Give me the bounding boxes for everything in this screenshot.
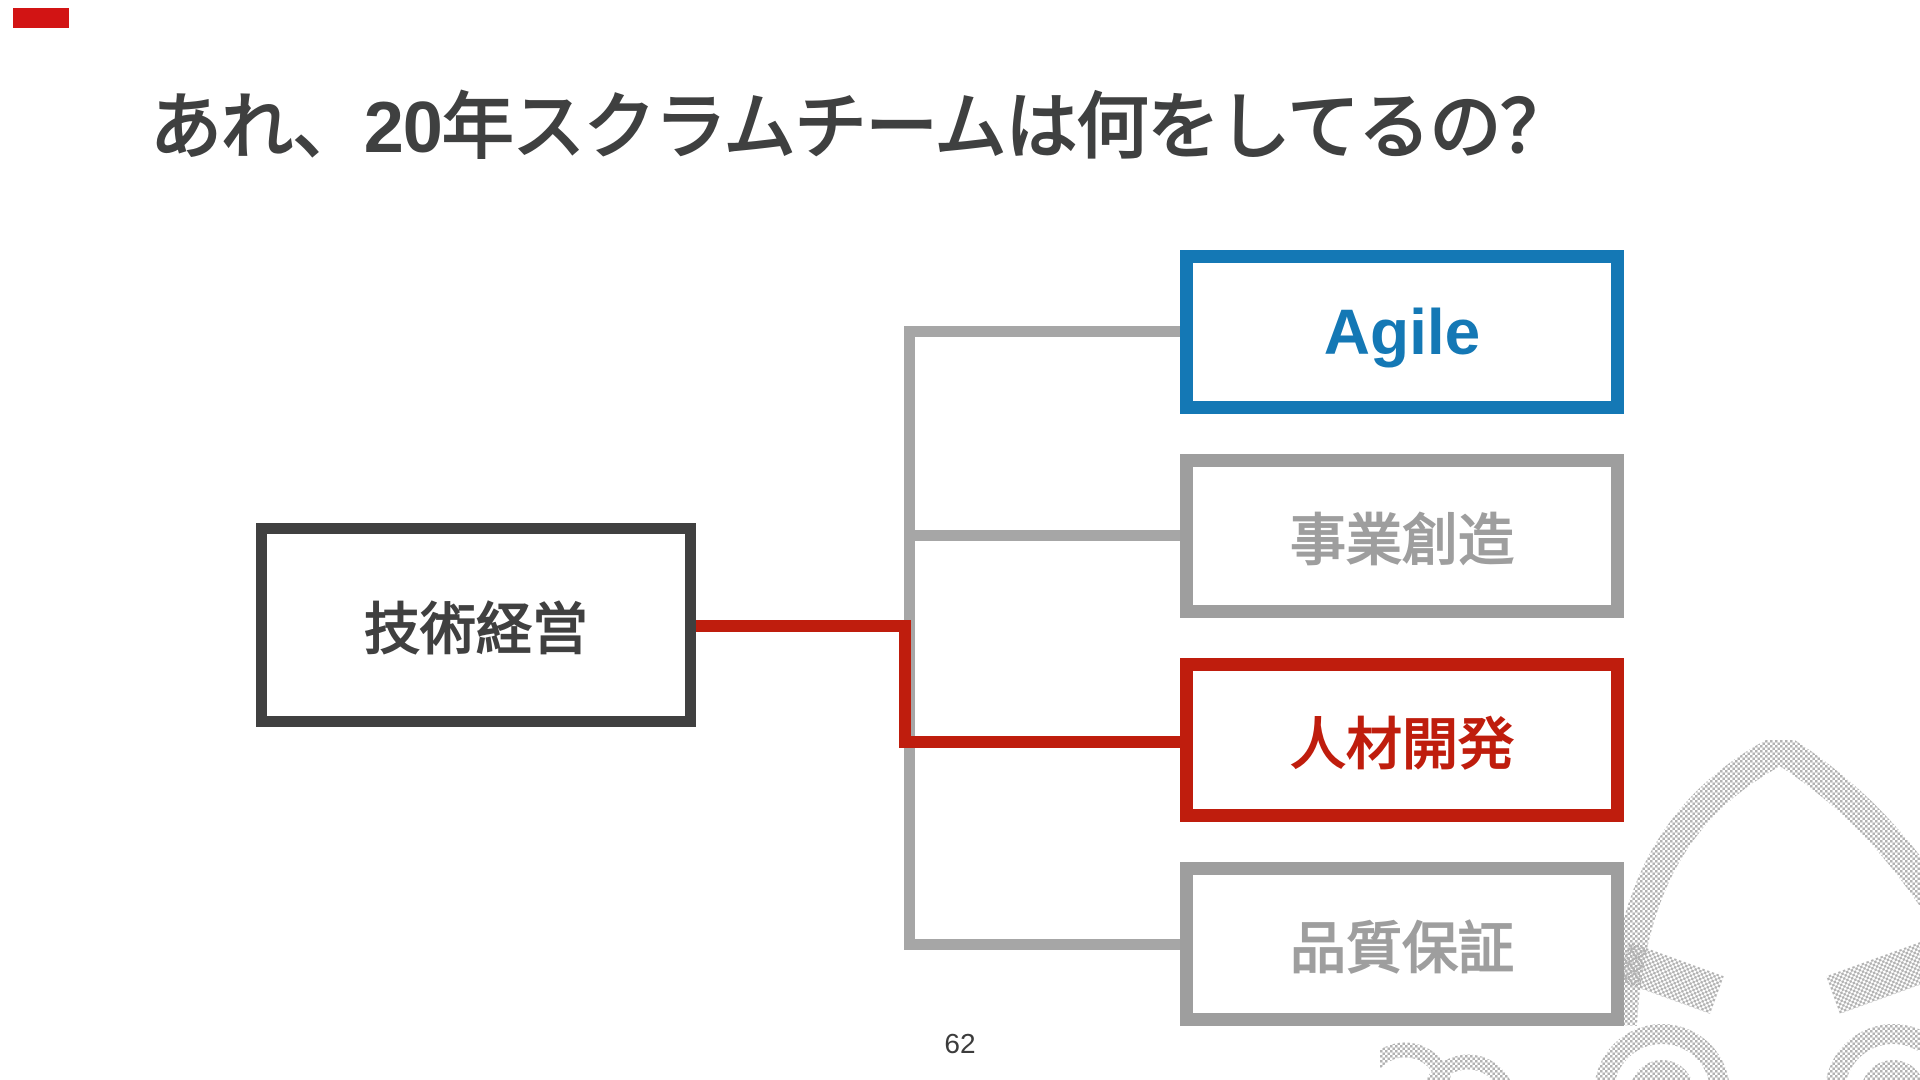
branch-node-hr-development: 人材開発 <box>1180 658 1624 822</box>
mascot-head-outline <box>1607 740 1920 1026</box>
branch-node-business-creation-label: 事業創造 <box>1290 508 1514 572</box>
connector-branch-business-creation <box>904 530 1180 541</box>
slide-title: あれ、20年スクラムチームは何をしてるの？ <box>150 88 1572 168</box>
connector-branch-agile <box>904 326 1180 337</box>
root-node-label: 技術経営 <box>364 597 588 661</box>
root-node-technology-management: 技術経営 <box>256 523 696 727</box>
mascot-left-eye-ring <box>1595 1024 1729 1080</box>
branch-node-quality-assurance-label: 品質保証 <box>1290 916 1514 980</box>
mascot-watermark-icon <box>1380 740 1920 1080</box>
branch-node-hr-development-label: 人材開発 <box>1290 712 1514 776</box>
mascot-right-eye-ring <box>1826 1024 1920 1080</box>
mascot-left-pupil <box>1632 1060 1692 1080</box>
branch-node-quality-assurance: 品質保証 <box>1180 862 1624 1026</box>
branch-node-agile-label: Agile <box>1323 296 1481 368</box>
mascot-right-eyebrow <box>1826 942 1920 1014</box>
branch-node-business-creation: 事業創造 <box>1180 454 1624 618</box>
mascot-right-pupil <box>1863 1060 1920 1080</box>
mascot-left-eyebrow <box>1616 942 1724 1014</box>
mascot-curl-left <box>1380 1042 1452 1080</box>
mascot-curl-right <box>1425 1054 1511 1080</box>
page-number: 62 <box>944 1028 976 1059</box>
connector-red-horizontal-to-hr-development <box>899 736 1180 748</box>
connector-red-horizontal-from-root <box>695 620 911 632</box>
corner-accent-bar <box>13 8 69 28</box>
branch-node-agile: Agile <box>1180 250 1624 414</box>
connector-branch-quality-assurance <box>904 939 1180 950</box>
connector-red-vertical <box>899 620 911 748</box>
